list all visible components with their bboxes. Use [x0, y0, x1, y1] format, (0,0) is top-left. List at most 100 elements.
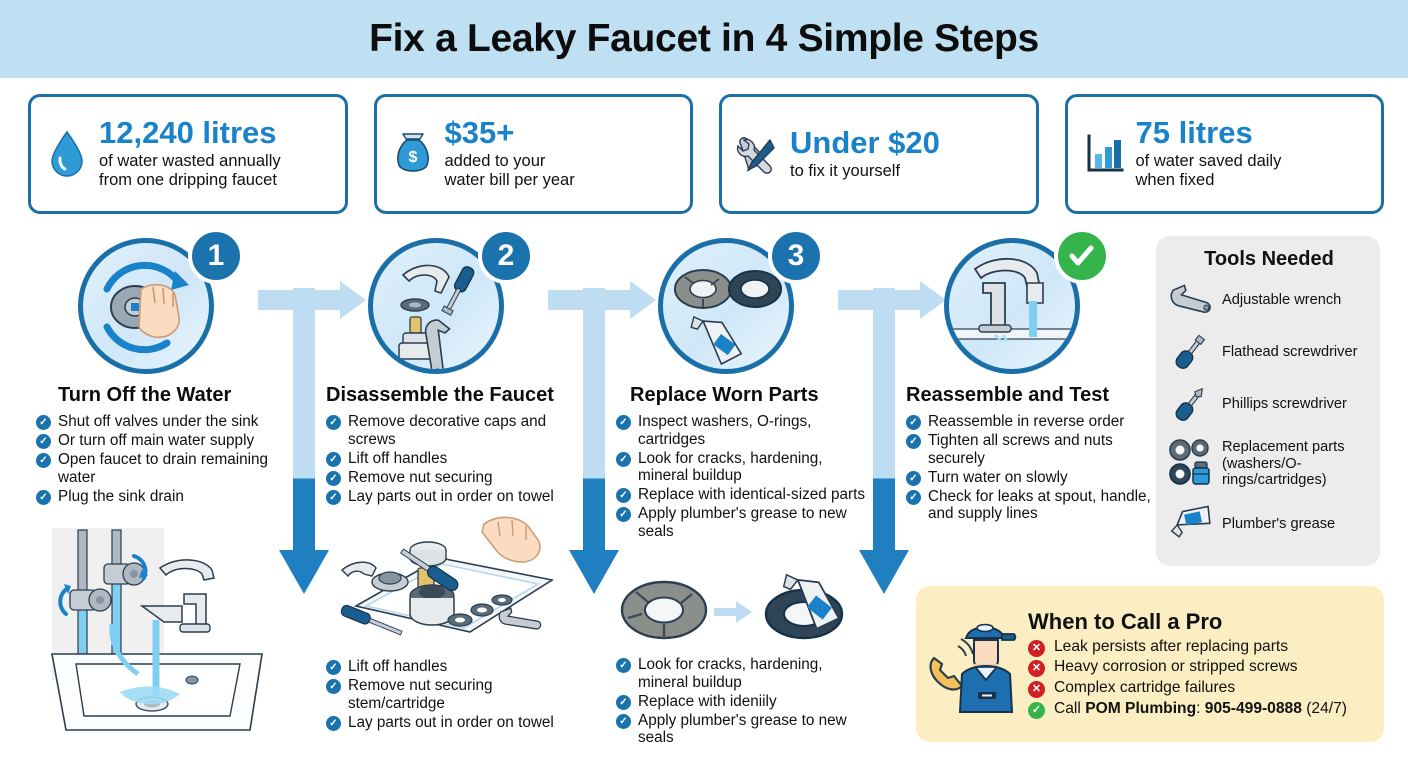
- list-item: ✕ Heavy corrosion or stripped screws: [1028, 657, 1372, 678]
- step-title: Turn Off the Water: [58, 384, 232, 406]
- list-item: ✓ Apply plumber's grease to new seals: [616, 505, 866, 540]
- stat-value: Under $20: [790, 124, 940, 160]
- down-arrow-step-2: [569, 288, 619, 594]
- check-icon: ✓: [326, 489, 341, 505]
- list-item: ✓Plug the sink drain: [36, 488, 286, 506]
- tools-needed-panel: Tools Needed Adjustable wrench: [1156, 236, 1380, 566]
- close-icon: ✕: [1028, 639, 1045, 657]
- list-item: ✓Turn water on slowly: [906, 469, 1154, 487]
- when-to-call-a-pro-panel: When to Call a Pro ✕Leak persists after …: [916, 586, 1384, 742]
- stat-sub: added to your water bill per year: [445, 152, 681, 191]
- stat-sub-line: of water wasted annually: [99, 151, 281, 170]
- check-icon: ✓: [906, 434, 921, 450]
- stat-sub: of water wasted annually from one drippi…: [99, 152, 335, 191]
- check-icon: ✓: [326, 451, 341, 467]
- stat-sub-line: to fix it yourself: [790, 161, 901, 180]
- close-icon: ✕: [1028, 660, 1045, 678]
- tool-item-phillips-screwdriver: Phillips screwdriver: [1168, 381, 1370, 427]
- stat-sub-line: from one dripping faucet: [99, 171, 277, 190]
- tool-item-adjustable-wrench: Adjustable wrench: [1168, 277, 1370, 323]
- cta-separator: :: [1196, 699, 1205, 717]
- list-item-label: Look for cracks, hardening, mineral buil…: [638, 449, 823, 485]
- down-arrow-step-3: [859, 288, 909, 594]
- list-item: ✓Look for cracks, hardening, mineral bui…: [616, 450, 866, 485]
- list-item-label: Heavy corrosion or stripped screws: [1054, 658, 1298, 676]
- list-item: ✓Remove nut securing stem/cartridge: [326, 677, 576, 712]
- pro-checklist: ✕Leak persists after replacing parts ✕He…: [1028, 637, 1372, 720]
- stat-sub-line: added to your: [444, 151, 546, 170]
- tool-label: Replacement parts (washers/O-rings/cartr…: [1222, 439, 1345, 489]
- step-4-checklist: ✓ Reassemble in reverse order ✓ Tighten al…: [906, 413, 1154, 523]
- step-2-icon-wrap: 2: [368, 228, 534, 374]
- stat-sub-line: of water saved daily: [1135, 151, 1282, 170]
- list-item-label: Check for leaks at spout, handle, and su…: [928, 487, 1151, 523]
- cta-phone-number[interactable]: 905-499-0888: [1204, 699, 1302, 717]
- stat-card-water-wasted: 12,240 litres of water wasted annually f…: [28, 94, 348, 214]
- down-arrow-step-1: [279, 288, 329, 594]
- plumber-phone-icon: [926, 612, 1022, 716]
- check-icon: ✓: [906, 415, 921, 430]
- stat-value: 12,240 litres: [99, 115, 277, 151]
- list-item-label: Lift off handles: [348, 658, 448, 675]
- check-icon: ✓: [616, 415, 631, 430]
- step-3-checklist: ✓Inspect washers, O-rings, cartridges ✓L…: [616, 413, 866, 541]
- list-item: ✓ Apply plumber's grease to new seals: [616, 712, 866, 747]
- step-3-extra-checklist: ✓ Look for cracks, hardening, mineral bui…: [616, 656, 866, 748]
- stat-sub-line: when fixed: [1135, 171, 1215, 190]
- list-item: ✓Lay parts out in order on towel: [326, 488, 576, 506]
- list-item: ✓Lift off handles: [326, 450, 576, 468]
- list-item: ✓Or turn off main water supply: [36, 432, 286, 450]
- tool-item-replacement-parts: Replacement parts (washers/O-rings/cartr…: [1168, 433, 1370, 495]
- adjustable-wrench-icon: [1168, 279, 1214, 321]
- stat-value: $35+: [444, 115, 515, 151]
- step-badge: 1: [188, 228, 244, 284]
- list-item-label: Replace with identical-sized parts: [638, 486, 866, 504]
- tool-label: Flathead screwdriver: [1222, 343, 1358, 360]
- check-icon: ✓: [616, 694, 631, 710]
- list-item-label: Complex cartridge failures: [1054, 679, 1236, 696]
- check-icon: ✓: [36, 415, 51, 430]
- list-item: ✓Remove decorative caps and screws: [326, 413, 576, 448]
- list-item-label: Remove decorative caps and screws: [348, 413, 547, 448]
- step-4: Reassemble and Test ✓ Reassemble in rever…: [906, 228, 1154, 524]
- step-3: 3 Replace Worn Parts ✓Inspect washers, O…: [616, 228, 866, 542]
- tools-title: Tools Needed: [1204, 248, 1334, 270]
- list-item: ✓ Look for cracks, hardening, mineral bui…: [616, 656, 866, 691]
- step-1-icon-wrap: 1: [78, 228, 244, 374]
- stat-sub-line: water bill per year: [444, 171, 575, 190]
- list-item-label: Shut off valves under the sink: [58, 413, 259, 430]
- old-vs-new-washer-illustration: [620, 573, 844, 640]
- tool-label: Adjustable wrench: [1222, 291, 1342, 308]
- list-item-label: Reassemble in reverse order: [928, 413, 1125, 430]
- header-band: Fix a Leaky Faucet in 4 Simple Steps: [0, 0, 1408, 78]
- list-item-label: Tighten all screws and nuts securely: [928, 432, 1113, 467]
- list-item-label: Look for cracks, hardening, mineral buil…: [638, 656, 823, 691]
- check-icon: ✓: [616, 713, 631, 729]
- list-item-label: Apply plumber's grease to new seals: [638, 505, 847, 540]
- check-icon: ✓: [616, 507, 631, 523]
- list-item: ✓ Shut off valves under the sink: [36, 413, 286, 431]
- tool-item-flathead-screwdriver: Flathead screwdriver: [1168, 329, 1370, 375]
- step-badge: 2: [478, 228, 534, 284]
- list-item: ✓Open faucet to drain remaining water: [36, 451, 286, 486]
- check-icon: ✓: [36, 453, 51, 469]
- stat-card-water-bill: $ $35+ added to your water bill per year: [373, 94, 693, 214]
- list-item-label: Remove nut securing: [348, 468, 493, 486]
- check-icon: ✓: [326, 715, 341, 731]
- step-2-checklist: ✓Remove decorative caps and screws ✓Lift…: [326, 413, 576, 505]
- cta-call-pom-plumbing[interactable]: ✓Call POM Plumbing: 905-499-0888 (24/7): [1028, 699, 1372, 720]
- check-icon: ✓: [616, 658, 631, 673]
- check-icon: ✓: [906, 489, 921, 505]
- list-item-label: Or turn off main water supply: [58, 432, 255, 450]
- step-title: Reassemble and Test: [906, 384, 1110, 406]
- close-icon: ✕: [1028, 681, 1045, 698]
- list-item: ✓Inspect washers, O-rings, cartridges: [616, 413, 866, 448]
- stat-card-row: 12,240 litres of water wasted annually f…: [28, 94, 1384, 214]
- step-2: 2 Disassemble the Faucet ✓Remove decorat…: [326, 228, 576, 507]
- disassembled-parts-on-towel-illustration: [340, 516, 555, 636]
- list-item-label: Apply plumber's grease to new seals: [638, 711, 847, 747]
- cta-company: POM Plumbing: [1085, 699, 1197, 717]
- step-title: Disassemble the Faucet: [326, 384, 554, 406]
- list-item: ✓Replace with identical-sized parts: [616, 486, 866, 504]
- stat-sub: to fix it yourself: [790, 162, 1026, 181]
